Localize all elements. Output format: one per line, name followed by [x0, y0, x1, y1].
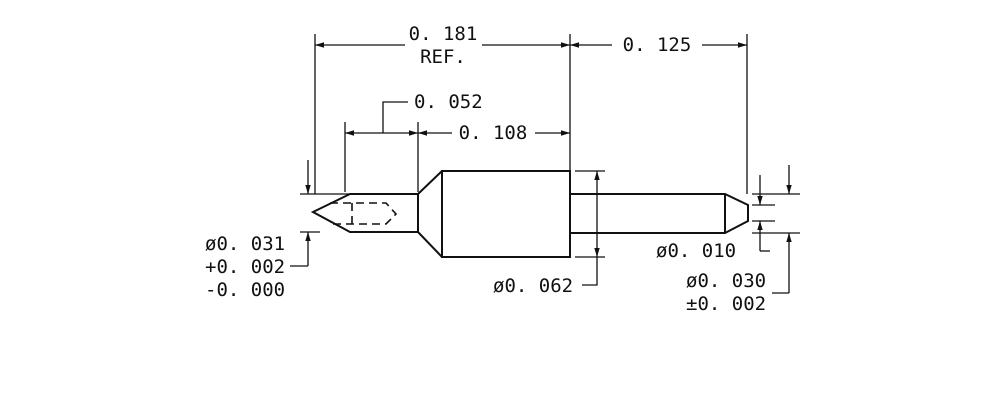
dimension-lines	[290, 42, 792, 294]
overall-ref-note: REF.	[420, 46, 466, 68]
tip-tolerance-minus: -0. 000	[205, 279, 285, 301]
tail-end-diameter-value: ø0. 010	[656, 240, 736, 262]
tip-diameter-value: ø0. 031	[205, 233, 285, 255]
dimension-labels: 0. 181 REF. 0. 125 0. 052 0. 108 ø0. 031…	[205, 23, 766, 315]
tip-length-value: 0. 052	[414, 91, 483, 113]
body-diameter-value: ø0. 062	[493, 275, 573, 297]
pin-outline	[310, 170, 749, 258]
tail-diameter-value: ø0. 030	[686, 270, 766, 292]
body-length-value: 0. 108	[459, 122, 528, 144]
tip-tolerance-plus: +0. 002	[205, 256, 285, 278]
overall-ref-value: 0. 181	[409, 23, 478, 45]
tail-tolerance-value: ±0. 002	[686, 293, 766, 315]
tail-length-value: 0. 125	[623, 34, 692, 56]
